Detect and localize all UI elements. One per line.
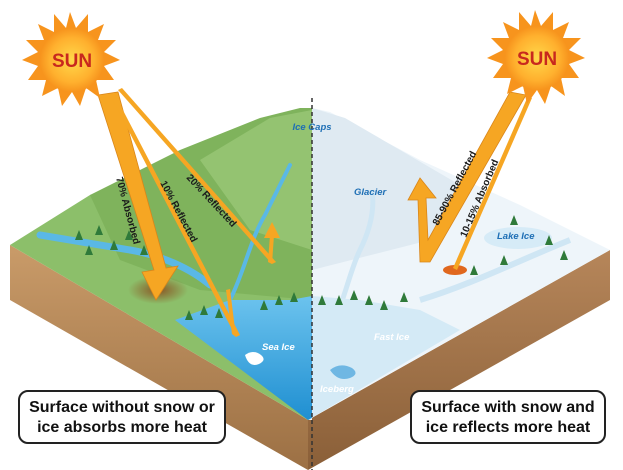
label-fast-ice: Fast Ice	[374, 332, 410, 343]
arrow-reflected-20	[118, 88, 276, 264]
arrow-reflected-20-return	[268, 235, 274, 264]
sun-right-label: SUN	[517, 49, 557, 70]
label-lake-ice: Lake Ice	[497, 231, 535, 242]
absorbed-spot-right	[443, 265, 467, 275]
caption-right-line1: Surface with snow and	[421, 399, 595, 416]
caption-left: Surface without snow or ice absorbs more…	[18, 390, 226, 444]
river-left	[36, 231, 214, 289]
caption-left-line2: ice absorbs more heat	[37, 419, 207, 436]
label-glacier: Glacier	[354, 187, 388, 198]
lake-ice	[484, 227, 552, 249]
caption-left-line1: Surface without snow or	[29, 399, 215, 416]
river-right-2	[419, 237, 572, 303]
caption-right-line2: ice reflects more heat	[425, 419, 591, 436]
sun-left-label: SUN	[52, 51, 92, 72]
sun-left	[22, 12, 120, 106]
sea-ice-water	[308, 296, 460, 420]
arrow-reflected-right	[407, 91, 527, 263]
mountain-shade	[200, 110, 312, 250]
arrow-reflected-10	[110, 93, 240, 337]
label-iceberg: Iceberg	[320, 384, 354, 395]
sea-water	[175, 296, 312, 420]
label-ice-caps: Ice Caps	[292, 122, 331, 133]
arrow-reflected-10-return	[226, 289, 236, 337]
sea-ice-floe	[245, 352, 264, 365]
soil-front-right	[308, 250, 610, 470]
sun-right	[487, 10, 585, 104]
trees	[75, 215, 568, 320]
arrow-absorbed-right	[453, 96, 532, 270]
caption-right: Surface with snow and ice reflects more …	[410, 390, 606, 444]
soil-front-left	[10, 245, 308, 470]
iceberg-shape	[330, 365, 356, 379]
river-left-2	[228, 163, 292, 302]
label-sea-ice: Sea Ice	[262, 342, 295, 353]
arrow-reflected-20-head	[264, 222, 280, 238]
